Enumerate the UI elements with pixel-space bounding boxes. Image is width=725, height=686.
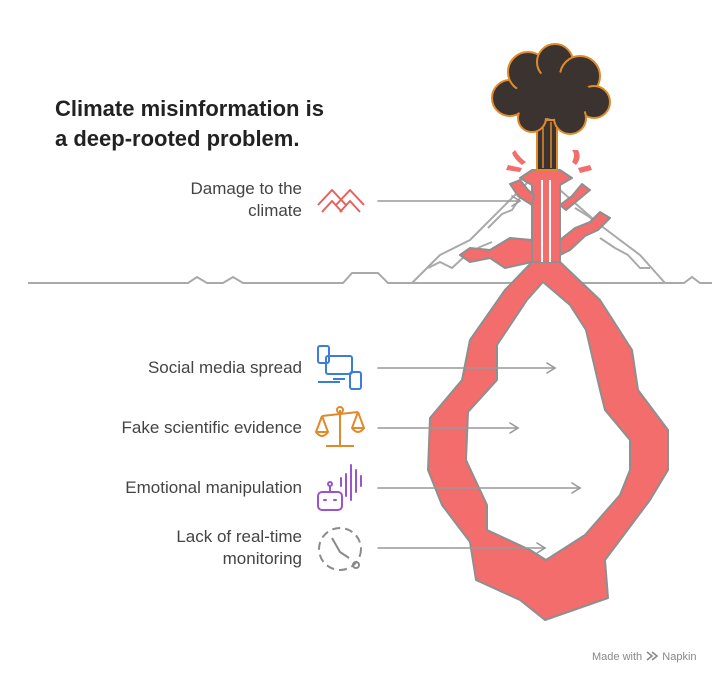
devices-icon [317, 345, 362, 390]
pointer-arrows [377, 195, 582, 554]
title-line-2: a deep-rooted problem. [55, 126, 300, 151]
made-with-credit[interactable]: Made with Napkin [592, 651, 697, 663]
label-line: Damage to the [190, 179, 302, 198]
credit-prefix: Made with [592, 651, 643, 663]
label-line: Lack of real-time [176, 527, 302, 546]
smoke-cloud [491, 43, 611, 135]
label-line: Fake scientific evidence [121, 418, 302, 437]
ground-line [28, 272, 712, 284]
label-line: climate [248, 201, 302, 220]
label-lack-of-monitoring: Lack of real-time monitoring [176, 526, 302, 570]
label-line: monitoring [222, 549, 302, 568]
clock-icon [318, 527, 362, 571]
smoke-column [536, 119, 558, 171]
conduit-lines [541, 180, 551, 262]
label-fake-scientific-evidence: Fake scientific evidence [122, 417, 302, 439]
label-social-media-spread: Social media spread [148, 357, 302, 379]
lava-splashes [506, 150, 592, 173]
napkin-logo-icon [646, 651, 659, 661]
credit-brand: Napkin [662, 651, 697, 663]
label-emotional-manipulation: Emotional manipulation [125, 477, 302, 499]
robot-sound-icon [317, 464, 362, 511]
magma-root [427, 169, 669, 621]
label-line: Emotional manipulation [125, 478, 302, 497]
label-damage-to-climate: Damage to the climate [190, 178, 302, 222]
label-line: Social media spread [147, 358, 302, 377]
title-line-1: Climate misinformation is [55, 96, 324, 121]
chevrons-icon [317, 189, 365, 213]
scales-icon [315, 406, 365, 447]
page-title: Climate misinformation is a deep-rooted … [55, 94, 324, 154]
